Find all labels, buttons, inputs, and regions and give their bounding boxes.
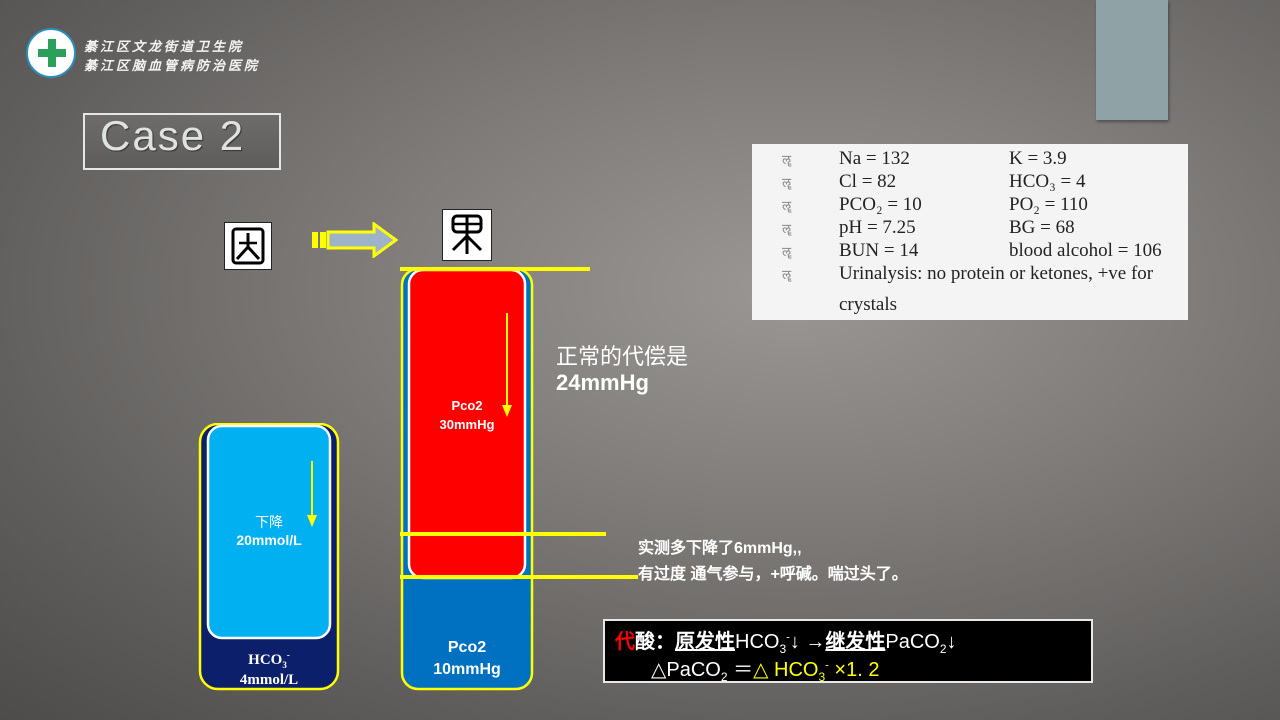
lab-row: ॡ Na = 132 K = 3.9	[782, 148, 1067, 169]
formula-box: 代酸：原发性HCO3-↓ →继发性PaCO2↓ △PaCO2 ＝△ HCO3- …	[603, 619, 1093, 684]
normal-comp-value: 24mmHg	[556, 370, 649, 395]
pco2-drop-label: Pco2	[451, 398, 483, 413]
hco3-drop-value: 20mmol/L	[236, 532, 302, 548]
cause-glyph	[224, 222, 272, 270]
bullet-icon: ॡ	[782, 152, 792, 167]
org-name-line2: 綦江区脑血管病防治医院	[84, 59, 261, 74]
reference-line-measured	[400, 575, 638, 579]
bullet-icon: ॡ	[782, 221, 792, 236]
measured-text-line2: 有过度 通气参与，+呼碱。喘过头了。	[638, 566, 908, 583]
org-name-line1: 綦江区文龙街道卫生院	[84, 40, 245, 55]
bullet-icon: ॡ	[782, 175, 792, 190]
reference-line-expected	[400, 532, 606, 536]
measured-text-line1: 实测多下降了6mmHg,,	[638, 540, 802, 557]
hco3-column	[198, 423, 340, 691]
lab-results-panel: ॡ Na = 132 K = 3.9 ॡ Cl = 82 HCO₃ = 4 ॡ …	[752, 144, 1188, 320]
lab-row: ॡ pH = 7.25 BG = 68	[782, 217, 1075, 238]
title-box	[83, 113, 281, 170]
formula-line1: 代酸：原发性HCO3-↓ →继发性PaCO2↓	[615, 631, 957, 656]
pco2-current-value: 10mmHg	[433, 661, 501, 678]
lab-row: ॡ Cl = 82 HCO₃ = 4	[782, 171, 1086, 192]
lab-row: ॡ PCO₂ = 10 PO₂ = 110	[782, 194, 1088, 215]
bullet-icon: ॡ	[782, 267, 792, 282]
hco3-current-value: 4mmol/L	[239, 672, 299, 688]
pco2-current-label: Pco2	[447, 639, 487, 656]
pco2-drop-value: 30mmHg	[439, 417, 495, 432]
formula-line2: △PaCO2 ＝△ HCO3- ×1. 2	[651, 659, 880, 684]
decorative-block	[1096, 0, 1168, 120]
hospital-logo-icon	[26, 28, 76, 78]
slide-title: Case 2	[100, 112, 246, 159]
reference-line-top	[400, 267, 590, 271]
effect-glyph	[442, 209, 492, 261]
lab-row-continuation: crystals	[839, 294, 898, 315]
lab-row: ॡ Urinalysis: no protein or ketones, +ve…	[782, 263, 1154, 284]
cause-effect-arrow-icon	[312, 222, 398, 258]
pco2-column	[400, 267, 534, 691]
hco3-current-label: HCO3-	[248, 650, 290, 670]
hco3-drop-label: 下降	[255, 514, 283, 530]
normal-comp-text: 正常的代偿是	[556, 344, 689, 369]
lab-row: ॡ BUN = 14 blood alcohol = 106	[782, 240, 1162, 261]
bullet-icon: ॡ	[782, 198, 792, 213]
bullet-icon: ॡ	[782, 244, 792, 259]
